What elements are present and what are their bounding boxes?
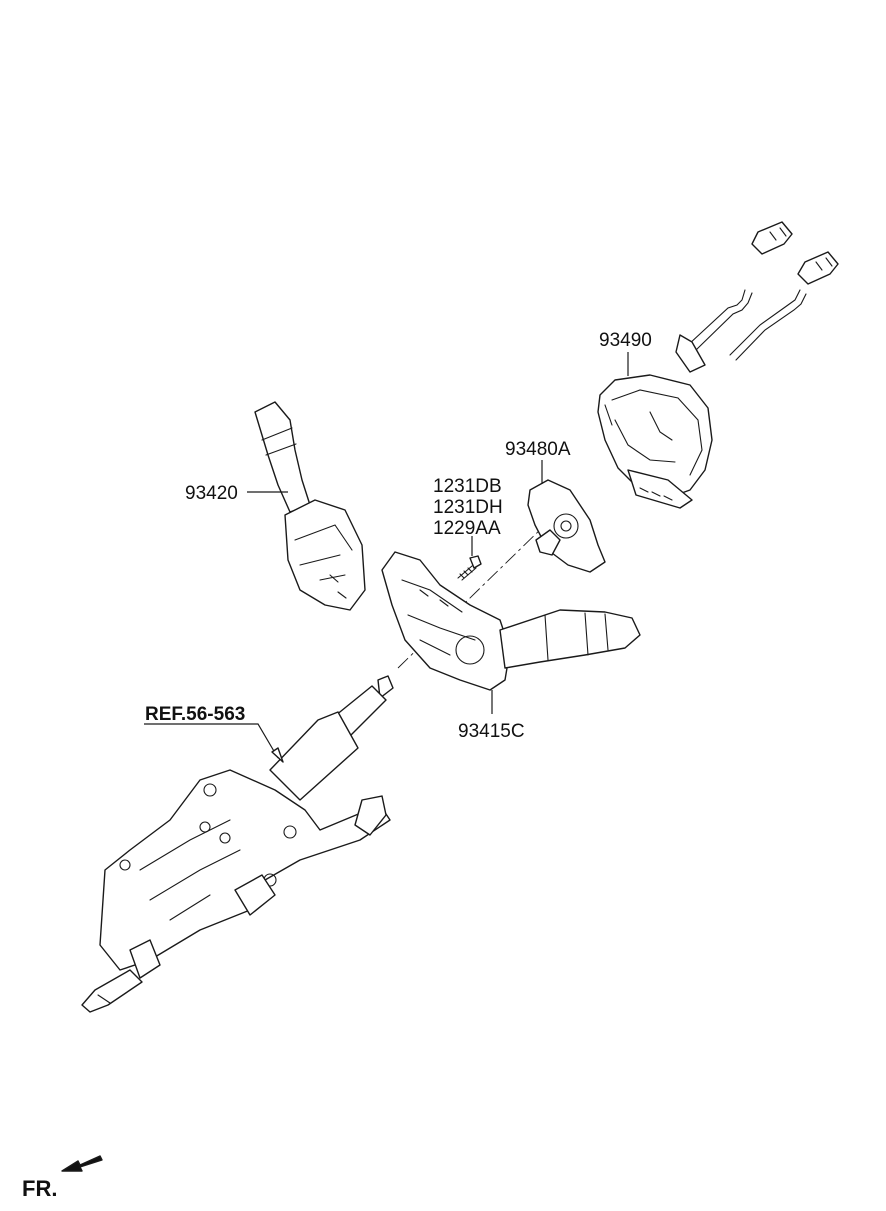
column-ref-leader [144, 723, 279, 759]
steering-angle-sensor-part [527, 479, 606, 573]
multifunction-switch-part [381, 551, 641, 691]
multifunction-switch-label: 93415C [458, 721, 525, 742]
front-arrow-icon [61, 1155, 103, 1172]
steering-column-part [81, 675, 394, 1013]
screw-label-1229aa: 1229AA [433, 518, 501, 539]
screw-label-1231dh: 1231DH [433, 497, 503, 518]
screw-label-1231db: 1231DB [433, 476, 502, 497]
wiper-switch-label: 93420 [185, 483, 238, 504]
steering-angle-sensor-label: 93480A [505, 439, 571, 460]
screw-part [457, 555, 482, 581]
front-indicator-label: FR. [22, 1176, 57, 1201]
wiper-switch-part [254, 401, 366, 611]
column-ref-arrowhead [271, 747, 284, 763]
column-ref-label: REF.56-563 [145, 704, 245, 725]
clock-spring-label: 93490 [599, 330, 652, 351]
clock-spring-part [597, 221, 839, 509]
